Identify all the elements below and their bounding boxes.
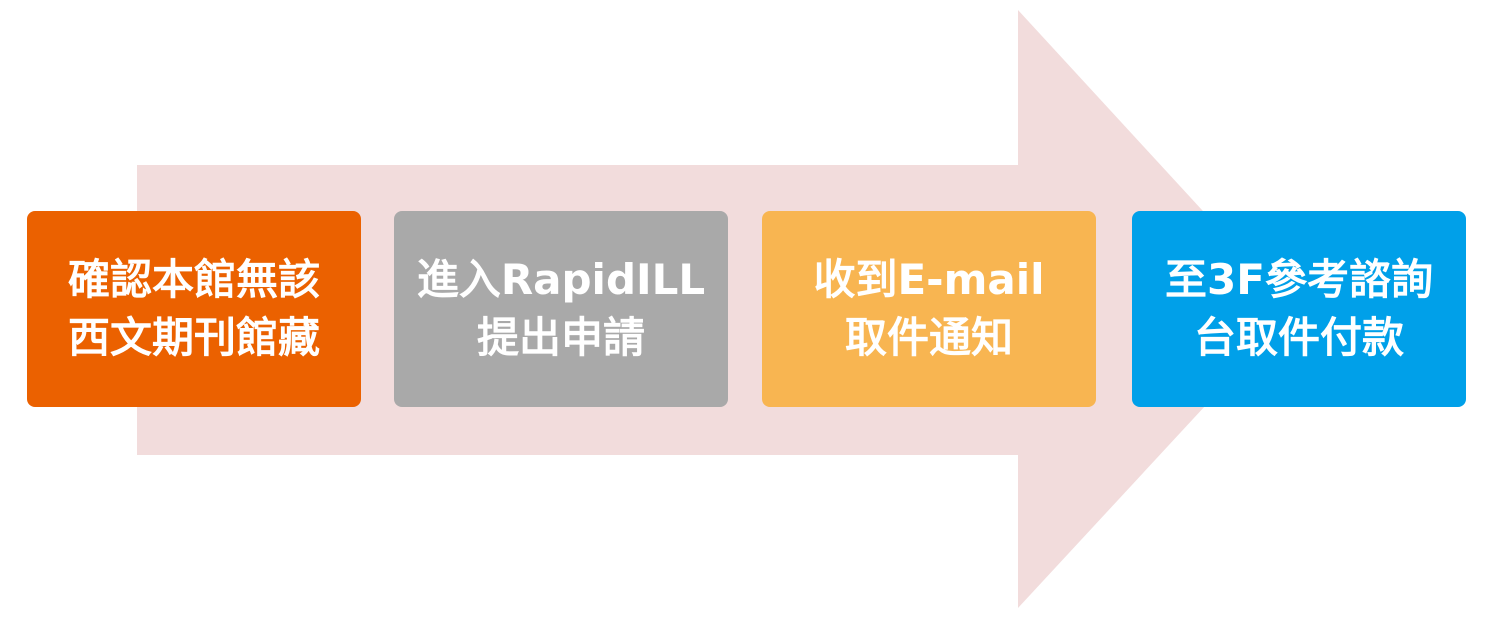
- step-1-box: 確認本館無該 西文期刊館藏: [27, 211, 361, 407]
- step-2-line-1: 進入RapidILL: [416, 255, 706, 304]
- step-1-line-1: 確認本館無該: [67, 255, 320, 304]
- step-4-line-1: 至3F參考諮詢: [1165, 255, 1433, 304]
- step-4-box: 至3F參考諮詢 台取件付款: [1132, 211, 1466, 407]
- step-2-line-2: 提出申請: [476, 313, 645, 362]
- step-4-line-2: 台取件付款: [1193, 313, 1404, 362]
- step-3-line-1: 收到E-mail: [813, 255, 1045, 304]
- step-3-box: 收到E-mail 取件通知: [762, 211, 1096, 407]
- step-2-box: 進入RapidILL 提出申請: [394, 211, 728, 407]
- step-1-line-2: 西文期刊館藏: [67, 313, 320, 362]
- step-3-line-2: 取件通知: [844, 313, 1013, 362]
